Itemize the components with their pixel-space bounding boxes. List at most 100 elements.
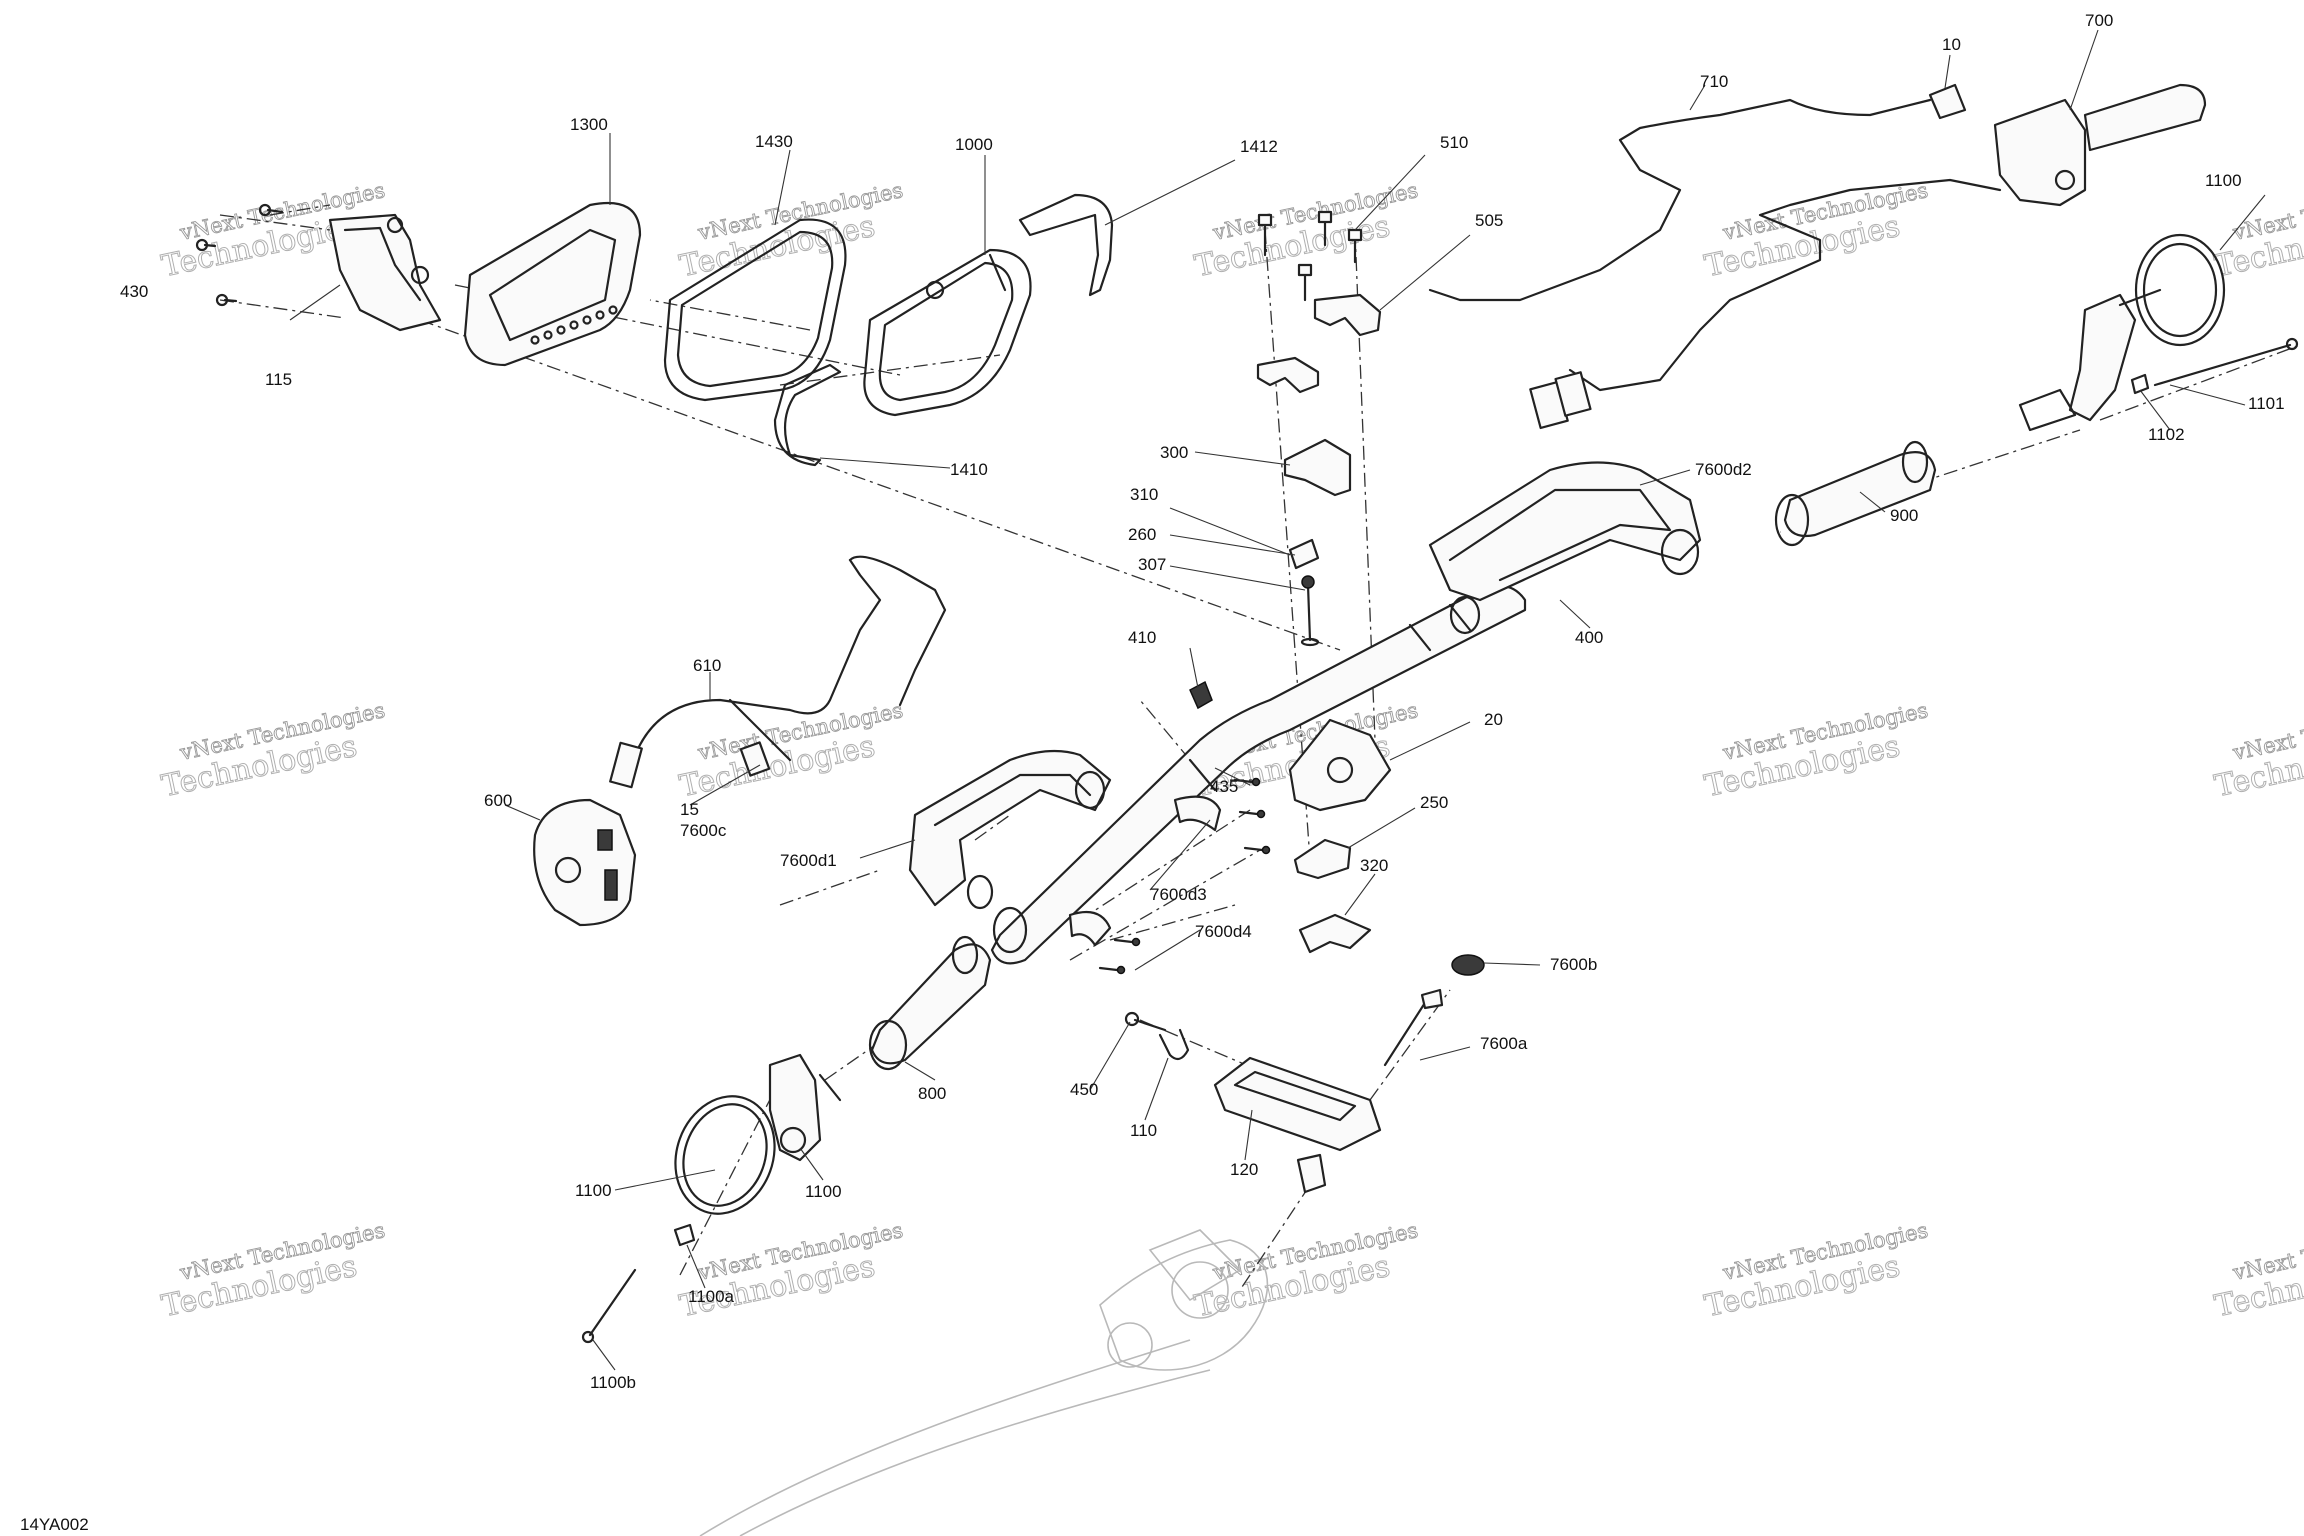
nut-1100a (673, 1223, 696, 1247)
harness-710 (1428, 98, 2002, 430)
callout-505: 505 (1475, 211, 1503, 230)
harness-610 (609, 555, 947, 789)
part-10 (1928, 83, 1967, 120)
drawing-code: 14YA002 (20, 1515, 89, 1534)
watermark: vNext Technologies Technologies (158, 698, 387, 805)
callout-900: 900 (1890, 506, 1918, 525)
callout-300: 300 (1160, 443, 1188, 462)
callout-1100a: 1100a (688, 1287, 735, 1306)
callout-1102: 1102 (2148, 425, 2185, 444)
callout-1300: 1300 (570, 115, 608, 134)
watermark: vNext Technologies Technologies (676, 698, 905, 805)
callout-307: 307 (1138, 555, 1166, 574)
watermark: vNext Technologies Technologies (676, 1218, 905, 1325)
bracket-115 (328, 213, 442, 332)
watermark: vNext Technologies Technologies (1701, 1218, 1930, 1325)
callout-400: 400 (1575, 628, 1603, 647)
mirror-right-1100 (2018, 233, 2226, 432)
riser-120 (1213, 1056, 1382, 1194)
clip-410 (1189, 680, 1213, 710)
callout-1100b: 1100b (590, 1373, 636, 1392)
switch-700 (1993, 83, 2207, 207)
half-clamp-7600d4 (1068, 910, 1112, 947)
callout-7600a: 7600a (1480, 1034, 1528, 1053)
watermark: vNext Technologies Technologies (1701, 698, 1930, 805)
watermark: vNext Technologies Technologies (676, 178, 905, 285)
callout-1410: 1410 (950, 460, 988, 479)
plate-320 (1298, 913, 1372, 954)
watermark: vNext Technologies Technologies (2211, 1218, 2304, 1325)
bolt-450 (1124, 1011, 1167, 1032)
callout-430: 430 (120, 282, 148, 301)
bolt-1100b (581, 1268, 637, 1344)
callout-410: 410 (1128, 628, 1156, 647)
callout-320: 320 (1360, 856, 1388, 875)
cap-300 (1283, 438, 1352, 497)
clamps-505 (1256, 293, 1382, 394)
cap-7600b (1451, 954, 1485, 976)
bolt-7600a (1383, 988, 1444, 1067)
callout-450: 450 (1070, 1080, 1098, 1099)
display-1300 (463, 201, 642, 367)
callout-120: 120 (1230, 1160, 1258, 1179)
callout-1412: 1412 (1240, 137, 1278, 156)
leader-lines (289, 29, 2266, 1371)
callout-110: 110 (1130, 1121, 1157, 1140)
handguard-right-7600d2 (1428, 461, 1702, 635)
callout-7600d2: 7600d2 (1695, 460, 1752, 479)
housing-1000 (863, 248, 1032, 417)
callout-1100-top-right: 1100 (2205, 171, 2242, 190)
callout-250: 250 (1420, 793, 1448, 812)
callout-1100-mid: 1100 (805, 1182, 842, 1201)
callout-800: 800 (918, 1084, 946, 1103)
half-clamp-7600d3 (1173, 795, 1222, 832)
callout-435: 435 (1210, 777, 1238, 796)
callout-labels: 1300 1430 1000 1412 510 505 710 10 700 1… (120, 11, 2285, 1392)
callout-260: 260 (1128, 525, 1156, 544)
callout-7600d4: 7600d4 (1195, 922, 1252, 941)
bolt-1101 (2153, 337, 2299, 387)
mirror-left-1100 (674, 1053, 842, 1215)
callout-7600d1: 7600d1 (780, 851, 837, 870)
callout-510: 510 (1440, 133, 1468, 152)
pin-307 (1300, 575, 1320, 647)
callout-7600b: 7600b (1550, 955, 1597, 974)
callout-600: 600 (484, 791, 512, 810)
screws-435 (1098, 777, 1271, 975)
ghost-steering-column (699, 1229, 1269, 1536)
callout-700: 700 (2085, 11, 2113, 30)
callout-1101: 1101 (2248, 394, 2285, 413)
watermark: vNext Technologies Technologies (158, 1218, 387, 1325)
callout-15: 15 (680, 800, 699, 819)
callout-7600c: 7600c (680, 821, 727, 840)
clamp-20 (1288, 718, 1392, 812)
callout-10: 10 (1942, 35, 1961, 54)
clip-110 (1158, 1028, 1190, 1061)
plate-250 (1293, 838, 1352, 880)
pin-260 (1288, 538, 1320, 570)
watermark: vNext Technologies Technologies (2211, 698, 2304, 805)
handguard-left-7600d1 (908, 749, 1112, 910)
callout-7600d3: 7600d3 (1150, 885, 1207, 904)
callout-20: 20 (1484, 710, 1503, 729)
screws-430 (195, 203, 284, 307)
watermark: vNext Technologies Technologies (2211, 178, 2304, 285)
bolts-510 (1257, 210, 1363, 302)
handlebar-tube (990, 584, 1527, 965)
callout-1000: 1000 (955, 135, 993, 154)
watermark: vNext Technologies Technologies (1191, 1218, 1420, 1325)
watermark: vNext Technologies Technologies (1701, 178, 1930, 285)
callout-1430: 1430 (755, 132, 793, 151)
switch-600 (533, 798, 637, 927)
callout-115: 115 (265, 370, 292, 389)
trim-1410 (773, 363, 842, 467)
display-buttons (530, 305, 618, 345)
nut-1102 (2130, 373, 2150, 395)
grip-800 (868, 935, 992, 1071)
callout-710: 710 (1700, 72, 1728, 91)
trim-1412 (1018, 193, 1114, 297)
callout-310: 310 (1130, 485, 1158, 504)
callout-1100-left: 1100 (575, 1181, 612, 1200)
